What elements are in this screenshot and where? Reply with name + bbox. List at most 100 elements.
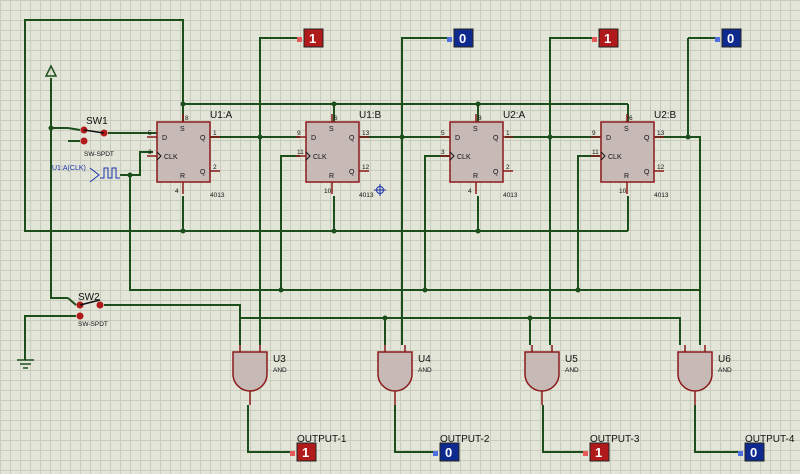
- sw1-type: SW-SPDT: [84, 151, 114, 158]
- ff-pin-number: 1: [506, 130, 510, 137]
- ff-pin-number: 1: [213, 130, 217, 137]
- ff-pin-number: 8: [185, 115, 189, 122]
- ff-pin-number: 5: [148, 130, 152, 137]
- clock-generator[interactable]: U1:A(CLK): [52, 165, 120, 183]
- ff-pin-number: 11: [297, 149, 304, 156]
- ff-pin-number: 4: [175, 188, 179, 195]
- ff-pin-s-label: S: [329, 126, 334, 133]
- probe-value: 1: [604, 31, 611, 46]
- ff-pin-clk-label: CLK: [457, 154, 471, 161]
- gate-type-label: AND: [565, 367, 579, 374]
- ff-pin-clk-label: CLK: [164, 154, 178, 161]
- ff-part-label: 4013: [210, 192, 225, 199]
- logic-probe-4[interactable]: 0: [715, 28, 742, 48]
- ff-pin-number: 8: [478, 115, 482, 122]
- clock-label: U1:A(CLK): [52, 165, 86, 172]
- probe-value: 1: [595, 445, 602, 460]
- ff-pin-number: 4: [468, 188, 472, 195]
- output-label: OUTPUT-4: [745, 434, 795, 445]
- probe-value: 0: [727, 31, 734, 46]
- gate-type-label: AND: [718, 367, 732, 374]
- ff-pin-r-label: R: [329, 173, 334, 180]
- logic-probe-1[interactable]: 1: [297, 28, 324, 48]
- output-label: OUTPUT-1: [297, 434, 347, 445]
- probe-value: 0: [459, 31, 466, 46]
- ff-pin-clk-label: CLK: [608, 154, 622, 161]
- ff-pin-qbar-label: Q: [493, 169, 499, 176]
- ff-pin-r-label: R: [180, 173, 185, 180]
- ff-pin-s-label: S: [180, 126, 185, 133]
- power-arrow-icon: [44, 64, 58, 77]
- ff-ref-label: U1:A: [210, 110, 233, 121]
- ff-pin-number: 10: [619, 188, 627, 195]
- ff-part-label: 4013: [503, 192, 518, 199]
- ff-ref-label: U1:B: [359, 110, 382, 121]
- ff-ref-label: U2:B: [654, 110, 677, 121]
- ff-pin-d-label: D: [606, 135, 611, 142]
- ff-pin-number: 11: [592, 149, 599, 156]
- gate-type-label: AND: [418, 367, 432, 374]
- switch-sw2[interactable]: SW2 SW-SPDT: [67, 292, 110, 328]
- square-wave-icon: [100, 167, 120, 179]
- ff-pin-number: 12: [657, 164, 665, 171]
- ff-pin-number: 12: [362, 164, 370, 171]
- ff-pin-number: 13: [362, 130, 370, 137]
- logic-probe-3[interactable]: 1: [592, 28, 619, 48]
- gate-ref-label: U5: [565, 354, 578, 365]
- probe-value: 1: [302, 445, 309, 460]
- probe-value: 1: [309, 31, 316, 46]
- ff-pin-number: 3: [441, 149, 445, 156]
- ff-pin-number: 2: [506, 164, 510, 171]
- ff-pin-d-label: D: [311, 135, 316, 142]
- output-label: OUTPUT-3: [590, 434, 640, 445]
- ff-pin-number: 13: [657, 130, 665, 137]
- sw1-label: SW1: [86, 116, 108, 127]
- output-label: OUTPUT-2: [440, 434, 490, 445]
- ff-pin-number: 6: [629, 115, 633, 122]
- sw2-type: SW-SPDT: [78, 321, 108, 328]
- ff-pin-q-label: Q: [200, 135, 206, 142]
- ff-pin-number: 6: [334, 115, 338, 122]
- ff-pin-d-label: D: [455, 135, 460, 142]
- ff-pin-number: 10: [324, 188, 332, 195]
- gate-ref-label: U4: [418, 354, 431, 365]
- ff-pin-d-label: D: [162, 135, 167, 142]
- ff-pin-qbar-label: Q: [349, 169, 355, 176]
- ff-pin-q-label: Q: [644, 135, 650, 142]
- switch-sw1[interactable]: SW1 SW-SPDT: [67, 116, 120, 158]
- ff-pin-qbar-label: Q: [644, 169, 650, 176]
- crosshair-cursor-icon: [374, 184, 386, 196]
- sw2-label: SW2: [78, 292, 100, 303]
- ff-pin-number: 2: [213, 164, 217, 171]
- ff-pin-number: 9: [592, 130, 596, 137]
- ff-pin-q-label: Q: [493, 135, 499, 142]
- ff-pin-r-label: R: [624, 173, 629, 180]
- ff-part-label: 4013: [359, 192, 374, 199]
- probe-value: 0: [445, 445, 452, 460]
- probe-value: 0: [750, 445, 757, 460]
- ff-pin-number: 5: [441, 130, 445, 137]
- ff-pin-number: 3: [148, 149, 152, 156]
- ff-pin-clk-label: CLK: [313, 154, 327, 161]
- gate-ref-label: U6: [718, 354, 731, 365]
- logic-probe-2[interactable]: 0: [447, 28, 474, 48]
- ff-pin-r-label: R: [473, 173, 478, 180]
- gate-ref-label: U3: [273, 354, 286, 365]
- wires: [24, 19, 738, 453]
- ff-pin-s-label: S: [473, 126, 478, 133]
- ff-pin-qbar-label: Q: [200, 169, 206, 176]
